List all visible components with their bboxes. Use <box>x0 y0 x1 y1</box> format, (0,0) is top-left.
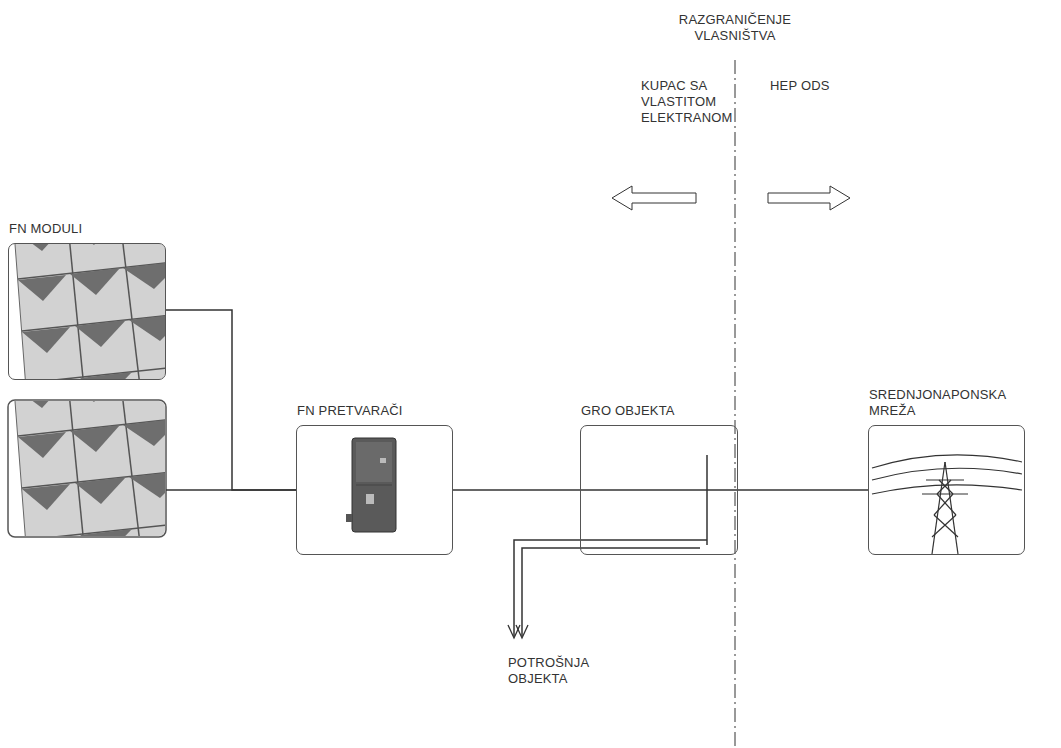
annotation-label: RAZGRANIČENJE VLASNIŠTVA <box>660 12 810 44</box>
busbar <box>514 455 738 636</box>
annotation-label: HEP ODS <box>770 78 830 94</box>
annotation-label: POTROŠNJA OBJEKTA <box>508 655 600 687</box>
heading-slot: GRO OBJEKTA <box>581 403 675 419</box>
component-label: FN MODULI <box>9 221 82 237</box>
ownership-boundary <box>735 60 736 748</box>
component-label: SREDNJONAPONSKA MREŽA <box>869 387 1019 419</box>
power-line <box>166 310 296 490</box>
hollow-arrow <box>612 186 696 210</box>
component-box: GRO OBJEKTA <box>580 425 738 555</box>
annotation-label: KUPAC SA VLASTITOM ELEKTRANOM <box>641 78 733 126</box>
consumption-arrow <box>508 625 528 638</box>
hollow-arrow <box>768 186 850 210</box>
component-box: FN MODULI <box>8 243 166 380</box>
power-line <box>453 489 580 491</box>
pylon-symbol <box>872 455 1022 554</box>
inverter-symbol <box>346 438 396 532</box>
heading-slot: SREDNJONAPONSKA MREŽA <box>869 387 1019 419</box>
power-line <box>738 489 868 491</box>
heading-slot: FN MODULI <box>9 221 82 237</box>
component-label: FN PRETVARAČI <box>297 403 403 419</box>
component-box: SREDNJONAPONSKA MREŽA <box>868 425 1025 555</box>
pv-panel <box>14 244 165 379</box>
pv-panel <box>14 401 165 536</box>
module-box <box>8 400 166 537</box>
heading-slot: FN PRETVARAČI <box>297 403 403 419</box>
component-box: FN PRETVARAČI <box>296 425 453 555</box>
component-label: GRO OBJEKTA <box>581 403 675 419</box>
